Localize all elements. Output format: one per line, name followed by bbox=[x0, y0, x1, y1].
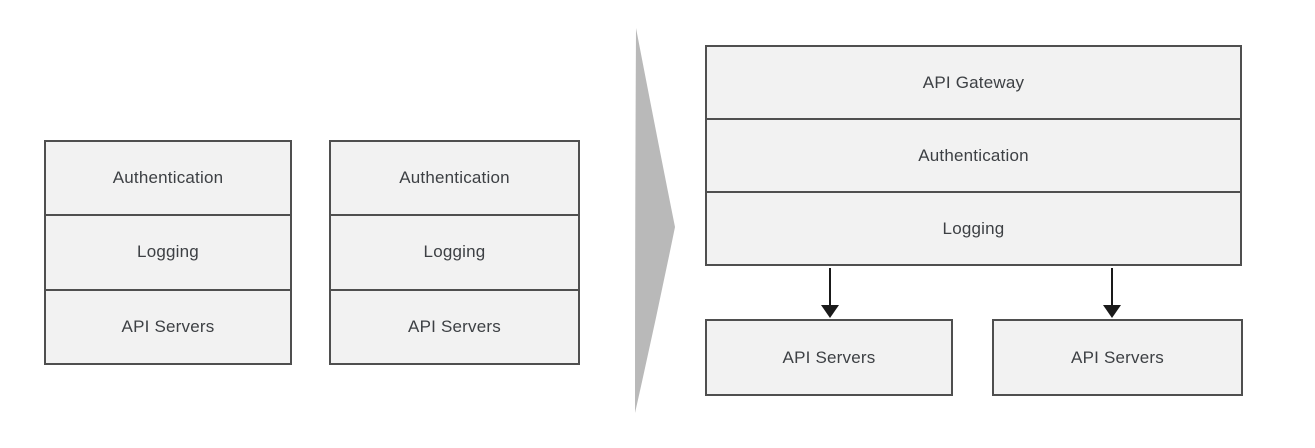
before-stack-1: Authentication Logging API Servers bbox=[44, 140, 292, 365]
layer-api-servers: API Servers bbox=[331, 288, 578, 363]
layer-api-servers: API Servers bbox=[46, 288, 290, 363]
layer-logging: Logging bbox=[331, 214, 578, 288]
transition-right-arrow-icon bbox=[635, 28, 675, 413]
before-stack-2: Authentication Logging API Servers bbox=[329, 140, 580, 365]
layer-authentication: Authentication bbox=[399, 168, 510, 188]
layer-authentication: Authentication bbox=[707, 118, 1240, 191]
connector-arrow-left bbox=[821, 268, 839, 318]
layer-authentication: Authentication bbox=[112, 168, 224, 188]
after-api-servers-box-2: API Servers bbox=[992, 319, 1243, 396]
connector-arrow-right bbox=[1103, 268, 1121, 318]
layer-logging: Logging bbox=[46, 214, 290, 288]
after-api-servers-box-1: API Servers bbox=[705, 319, 953, 396]
layer-api-gateway: API Gateway bbox=[922, 72, 1025, 92]
after-gateway-stack: API Gateway Authentication Logging bbox=[705, 45, 1242, 266]
layer-logging: Logging bbox=[707, 191, 1240, 264]
